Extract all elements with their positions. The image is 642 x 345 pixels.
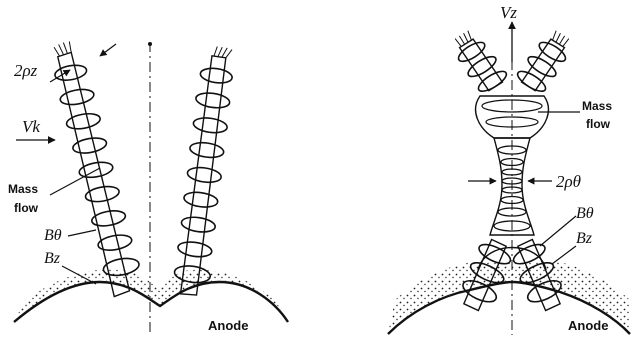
right-vz-label: Vz xyxy=(500,3,517,22)
right-b-z-pointer xyxy=(552,246,576,264)
left-mass-flow-label-line1: Mass xyxy=(8,182,38,196)
left-mass-flow-pointer xyxy=(50,168,100,195)
right-2rho-theta-label: 2ρθ xyxy=(556,172,581,191)
left-anode-label: Anode xyxy=(208,318,248,333)
right-b-z-label: Bz xyxy=(576,230,593,247)
left-column-2-field-loops xyxy=(170,66,239,284)
left-axis-top-dot xyxy=(148,42,152,46)
left-plasma-column-2 xyxy=(169,45,242,298)
left-vk-label: Vk xyxy=(22,117,40,136)
right-mass-flow-label-line1: Mass xyxy=(582,99,612,113)
right-b-theta-pointer xyxy=(540,216,576,246)
left-b-theta-pointer xyxy=(68,230,96,236)
left-panel: 2ρz Vk Mass flow Bθ Bz Anode xyxy=(8,36,288,335)
right-upper-branch-left xyxy=(448,25,509,95)
left-anode-plasma xyxy=(14,269,288,322)
left-2rho-z-arrow-upper xyxy=(100,44,116,56)
right-mass-flow-label-line2: flow xyxy=(586,117,611,131)
left-2rho-z-label: 2ρz xyxy=(14,61,38,80)
right-panel: Vz xyxy=(388,3,630,335)
left-plasma-column-1 xyxy=(50,36,144,300)
left-b-z-label: Bz xyxy=(44,250,61,267)
left-mass-flow-label-line2: flow xyxy=(14,201,39,215)
right-b-theta-label: Bθ xyxy=(576,205,594,222)
right-anode-label: Anode xyxy=(568,318,608,333)
left-b-theta-label: Bθ xyxy=(44,227,62,244)
right-upper-branch-right xyxy=(515,25,576,95)
